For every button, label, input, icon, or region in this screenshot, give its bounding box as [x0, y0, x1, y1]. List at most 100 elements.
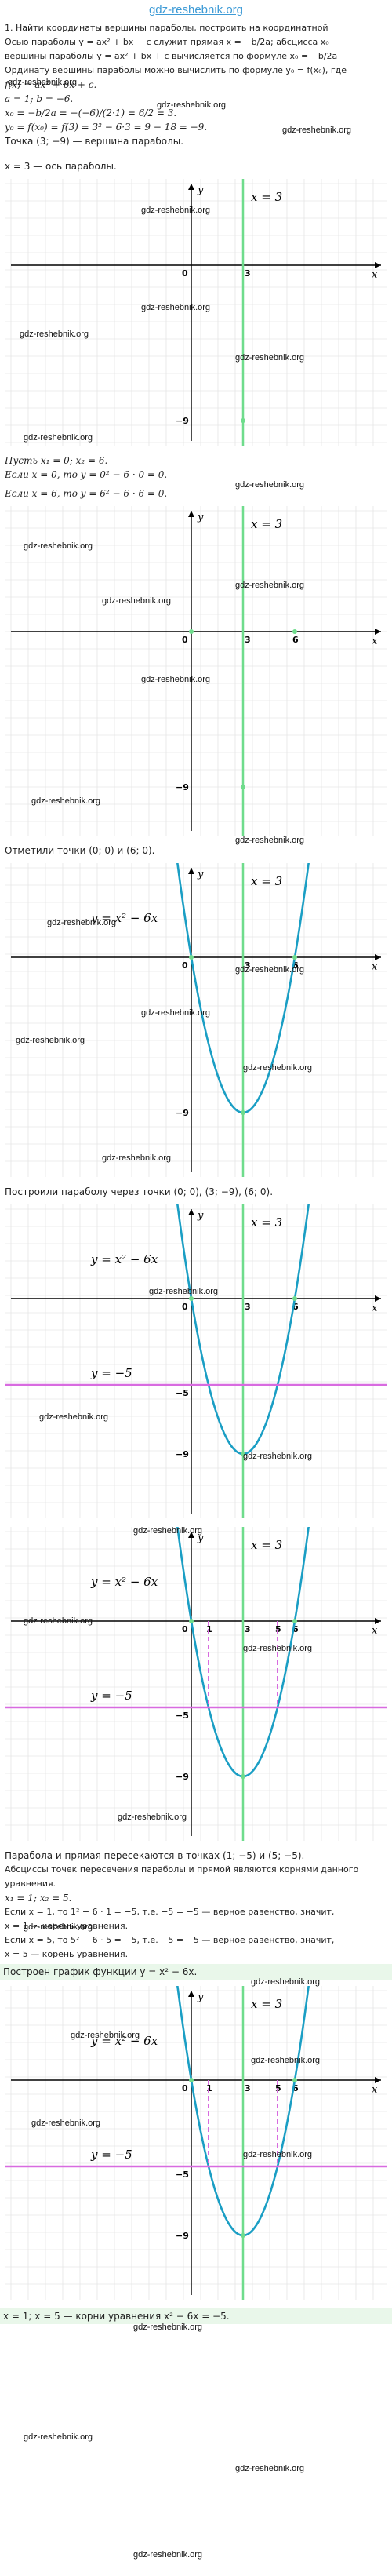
origin-label: 0 [182, 1302, 188, 1312]
x-axis-label: x [372, 1303, 378, 1314]
site-logo-link[interactable]: gdz-reshebnik.org [148, 3, 244, 16]
watermark: gdz-reshebnik.org [31, 2119, 101, 2128]
x-axis-label: x [372, 636, 378, 647]
watermark: gdz-reshebnik.org [16, 1036, 85, 1045]
tick-label: −9 [176, 2231, 189, 2241]
plot-point [189, 1296, 194, 1301]
tick-label: 6 [292, 1624, 299, 1634]
solution-content: 1. Найти координаты вершины параболы, по… [0, 22, 392, 2324]
line-y-label: y = −5 [90, 1689, 132, 1703]
y-axis-arrow [188, 1209, 194, 1215]
y-axis-label: y [197, 869, 204, 880]
y-axis-arrow [188, 868, 194, 874]
plot-point [241, 1452, 245, 1456]
x-axis-arrow [375, 2077, 381, 2083]
symmetry-axis-label: x = 3 [251, 1538, 282, 1552]
vertex-point [241, 418, 245, 423]
watermark: gdz-reshebnik.org [24, 541, 93, 551]
plot-point [292, 629, 297, 634]
if-x0: Если x = 0, то y = 0² − 6 · 0 = 0. [5, 469, 168, 480]
watermark: gdz-reshebnik.org [235, 2464, 305, 2473]
tick-label: −5 [176, 2170, 189, 2180]
x-axis-arrow [375, 629, 381, 635]
watermark: gdz-reshebnik.org [133, 2550, 203, 2560]
plot-point [189, 2078, 194, 2082]
watermark: gdz-reshebnik.org [235, 836, 305, 845]
final-answer: x = 1; x = 5 — корни уравнения x² − 6x =… [0, 2308, 392, 2324]
tick-label: −5 [176, 1388, 189, 1398]
tick-label: 3 [245, 2083, 251, 2093]
symmetry-axis-label: x = 3 [251, 1215, 282, 1230]
intersection-statement: Парабола и прямая пересекаются в точках … [5, 1850, 305, 1861]
tick-label: 6 [292, 1302, 299, 1312]
x-axis-arrow [375, 954, 381, 960]
parabola-label: y = x² − 6x [90, 1252, 158, 1266]
x-axis-arrow [375, 262, 381, 268]
watermark: gdz-reshebnik.org [243, 1063, 313, 1073]
watermark: gdz-reshebnik.org [20, 330, 89, 339]
y-axis-label: y [197, 184, 204, 196]
tick-label: 3 [245, 635, 251, 645]
origin-label: 0 [182, 960, 188, 971]
roots: x₁ = 1; x₂ = 5. [5, 1893, 72, 1904]
plot-point [189, 1619, 194, 1623]
watermark: gdz-reshebnik.org [243, 1452, 313, 1461]
y-axis-arrow [188, 1991, 194, 1997]
x-axis-arrow [375, 1295, 381, 1302]
watermark: gdz-reshebnik.org [8, 78, 78, 87]
y0-calc: y₀ = f(x₀) = f(3) = 3² − 6·3 = 9 − 18 = … [5, 122, 208, 133]
tick-label: 6 [292, 635, 299, 645]
tick-label: −9 [176, 1449, 189, 1459]
watermark: gdz-reshebnik.org [251, 2056, 321, 2065]
parabola-label: y = x² − 6x [90, 2034, 158, 2048]
watermark: gdz-reshebnik.org [141, 206, 211, 215]
watermark: gdz-reshebnik.org [24, 2432, 93, 2442]
watermark: gdz-reshebnik.org [71, 2031, 140, 2040]
origin-label: 0 [182, 1624, 188, 1634]
x-axis-label: x [372, 2084, 378, 2096]
tick-label: 3 [245, 960, 251, 971]
x-axis-arrow [375, 1618, 381, 1624]
y-axis-arrow [188, 1532, 194, 1538]
abscissas-line-1: Абсциссы точек пересечения параболы и пр… [5, 1864, 359, 1875]
origin-label: 0 [182, 268, 188, 279]
watermark: gdz-reshebnik.org [251, 1977, 321, 1987]
watermark: gdz-reshebnik.org [243, 2150, 313, 2159]
ordinate-formula: Ординату вершины параболы можно вычислит… [5, 65, 347, 75]
plot-point [189, 955, 194, 960]
axis-formula: Осью параболы y = ax² + bx + c служит пр… [5, 37, 329, 47]
tick-label: 3 [245, 1624, 251, 1634]
plot-point [241, 1774, 245, 1779]
watermark: gdz-reshebnik.org [24, 1616, 93, 1626]
watermark: gdz-reshebnik.org [141, 675, 211, 684]
plot-point [292, 2078, 297, 2082]
watermark: gdz-reshebnik.org [102, 1153, 172, 1163]
plot-point [292, 1296, 297, 1301]
plot-point [241, 785, 245, 789]
check-1a: Если x = 1, то 1² − 6 · 1 = −5, т.е. −5 … [5, 1907, 335, 1917]
watermark: gdz-reshebnik.org [39, 1412, 109, 1422]
check-5b: x = 5 — корень уравнения. [5, 1949, 129, 1959]
parabola-label: y = x² − 6x [90, 911, 158, 925]
watermark: gdz-reshebnik.org [149, 1287, 219, 1296]
tick-label: 3 [245, 268, 251, 279]
let-values: Пусть x₁ = 0; x₂ = 6. [5, 455, 108, 466]
watermark: gdz-reshebnik.org [282, 126, 352, 135]
line-y-label: y = −5 [90, 2148, 132, 2162]
tick-label: 6 [292, 2083, 299, 2093]
check-5a: Если x = 5, то 5² − 6 · 5 = −5, т.е. −5 … [5, 1935, 335, 1945]
site-header: gdz-reshebnik.org [0, 0, 392, 20]
plot-point [241, 2233, 245, 2238]
vertex-statement: Точка (3; −9) — вершина параболы. [5, 136, 184, 147]
watermark: gdz-reshebnik.org [235, 581, 305, 590]
watermark: gdz-reshebnik.org [47, 918, 117, 927]
